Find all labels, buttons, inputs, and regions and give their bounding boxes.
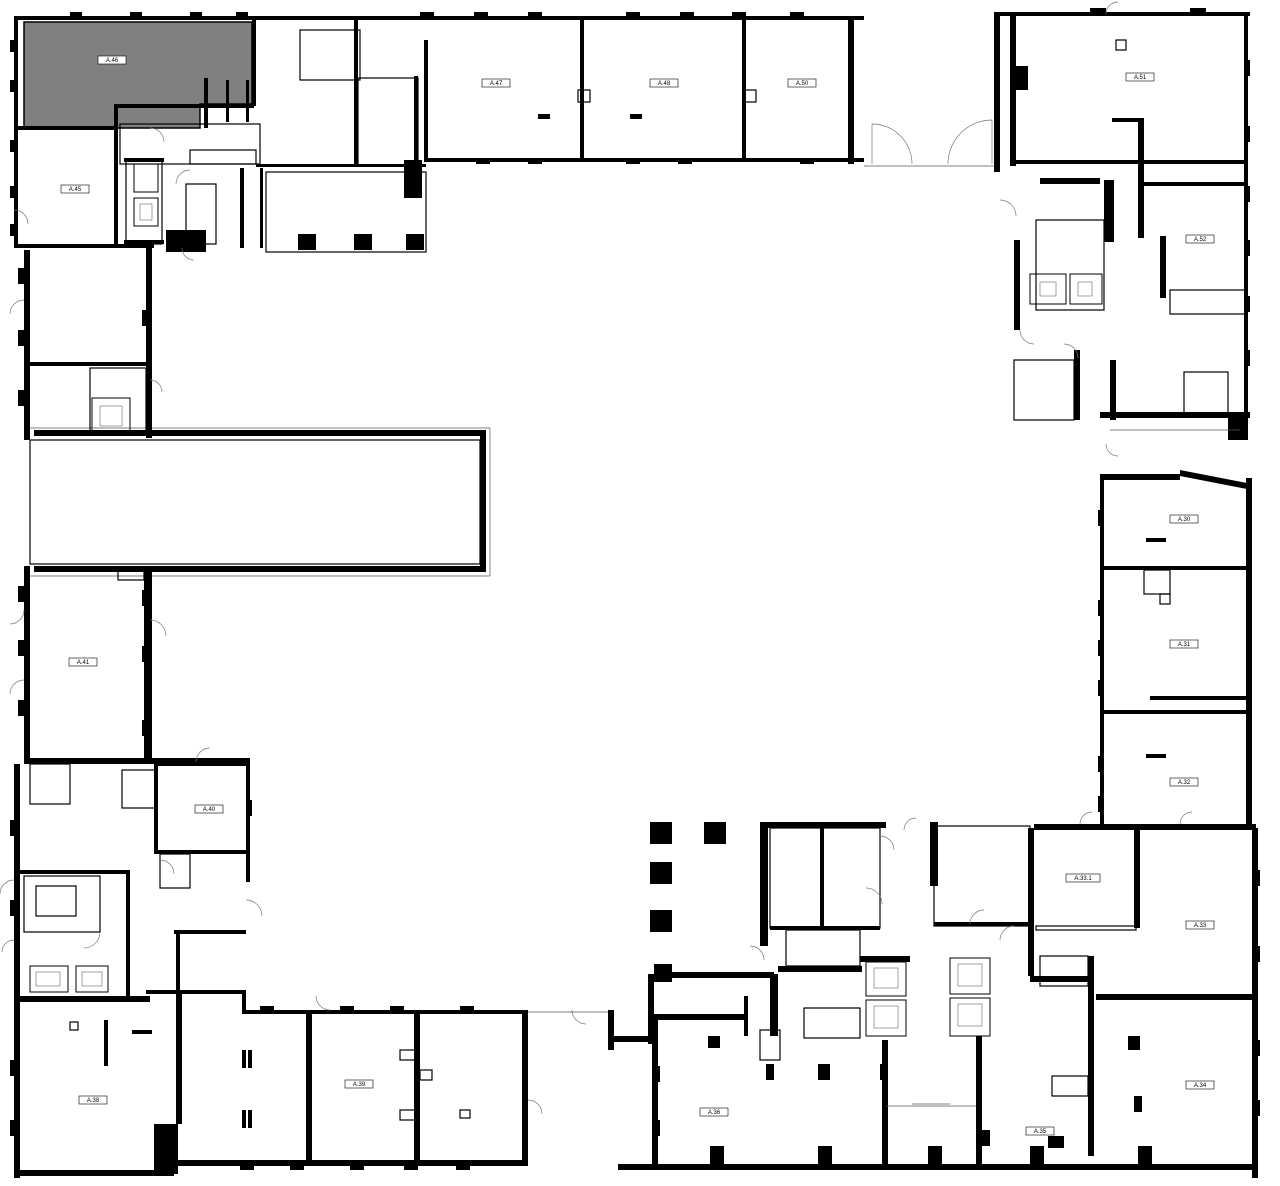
label-a48-text: A.48: [658, 81, 671, 87]
label-a31-text: A.31: [1178, 642, 1191, 648]
west-connector: [29, 427, 491, 577]
label-a34-text: A.34: [1194, 1083, 1207, 1089]
label-a38[interactable]: A.38: [78, 1095, 108, 1105]
label-a50-text: A.50: [796, 81, 809, 87]
unit-a46-fill[interactable]: [23, 21, 253, 129]
label-a39-text: A.39: [353, 1082, 366, 1088]
label-a40[interactable]: A.40: [194, 804, 224, 814]
label-a39[interactable]: A.39: [344, 1079, 374, 1089]
label-a41[interactable]: A.41: [68, 657, 98, 667]
label-a38-text: A.38: [87, 1098, 100, 1104]
label-a47[interactable]: A.47: [481, 78, 511, 88]
label-a33-1-text: A.33.1: [1074, 876, 1092, 882]
label-a31[interactable]: A.31: [1169, 639, 1199, 649]
label-a48[interactable]: A.48: [649, 78, 679, 88]
label-a45-text: A.45: [69, 187, 82, 193]
label-a51-text: A.51: [1134, 75, 1147, 81]
south-east-wing: [608, 811, 1260, 1178]
label-a35[interactable]: A.35: [1025, 1126, 1055, 1136]
north-middle-wing: [354, 12, 1000, 167]
label-a46-text: A.46: [106, 58, 119, 64]
label-a45[interactable]: A.45: [60, 184, 90, 194]
label-a34[interactable]: A.34: [1185, 1080, 1215, 1090]
label-a40-text: A.40: [203, 807, 216, 813]
label-a46[interactable]: A.46: [97, 55, 127, 65]
label-a30-text: A.30: [1178, 517, 1191, 523]
label-a51[interactable]: A.51: [1125, 72, 1155, 82]
label-a30[interactable]: A.30: [1169, 514, 1199, 524]
label-a52[interactable]: A.52: [1185, 234, 1215, 244]
label-a33[interactable]: A.33: [1185, 920, 1215, 930]
label-a47-text: A.47: [490, 81, 503, 87]
north-east-wing: [994, 1, 1250, 457]
west-wing: [9, 248, 250, 764]
north-west-wing: [10, 12, 427, 261]
unit-labels: A.46 A.47 A.48 A.50 A.51 A.45 A.52 A.30: [60, 55, 1215, 1136]
label-a33-1[interactable]: A.33.1: [1065, 873, 1101, 883]
label-a33-text: A.33: [1194, 923, 1207, 929]
label-a36[interactable]: A.36: [699, 1107, 729, 1117]
label-a32-text: A.32: [1178, 780, 1191, 786]
label-a35-text: A.35: [1034, 1129, 1047, 1135]
label-a50[interactable]: A.50: [787, 78, 817, 88]
east-wing: [1098, 470, 1254, 830]
label-a36-text: A.36: [708, 1110, 721, 1116]
south-west-wing: [0, 747, 608, 1178]
label-a32[interactable]: A.32: [1169, 777, 1199, 787]
label-a41-text: A.41: [77, 660, 90, 666]
label-a52-text: A.52: [1194, 237, 1207, 243]
